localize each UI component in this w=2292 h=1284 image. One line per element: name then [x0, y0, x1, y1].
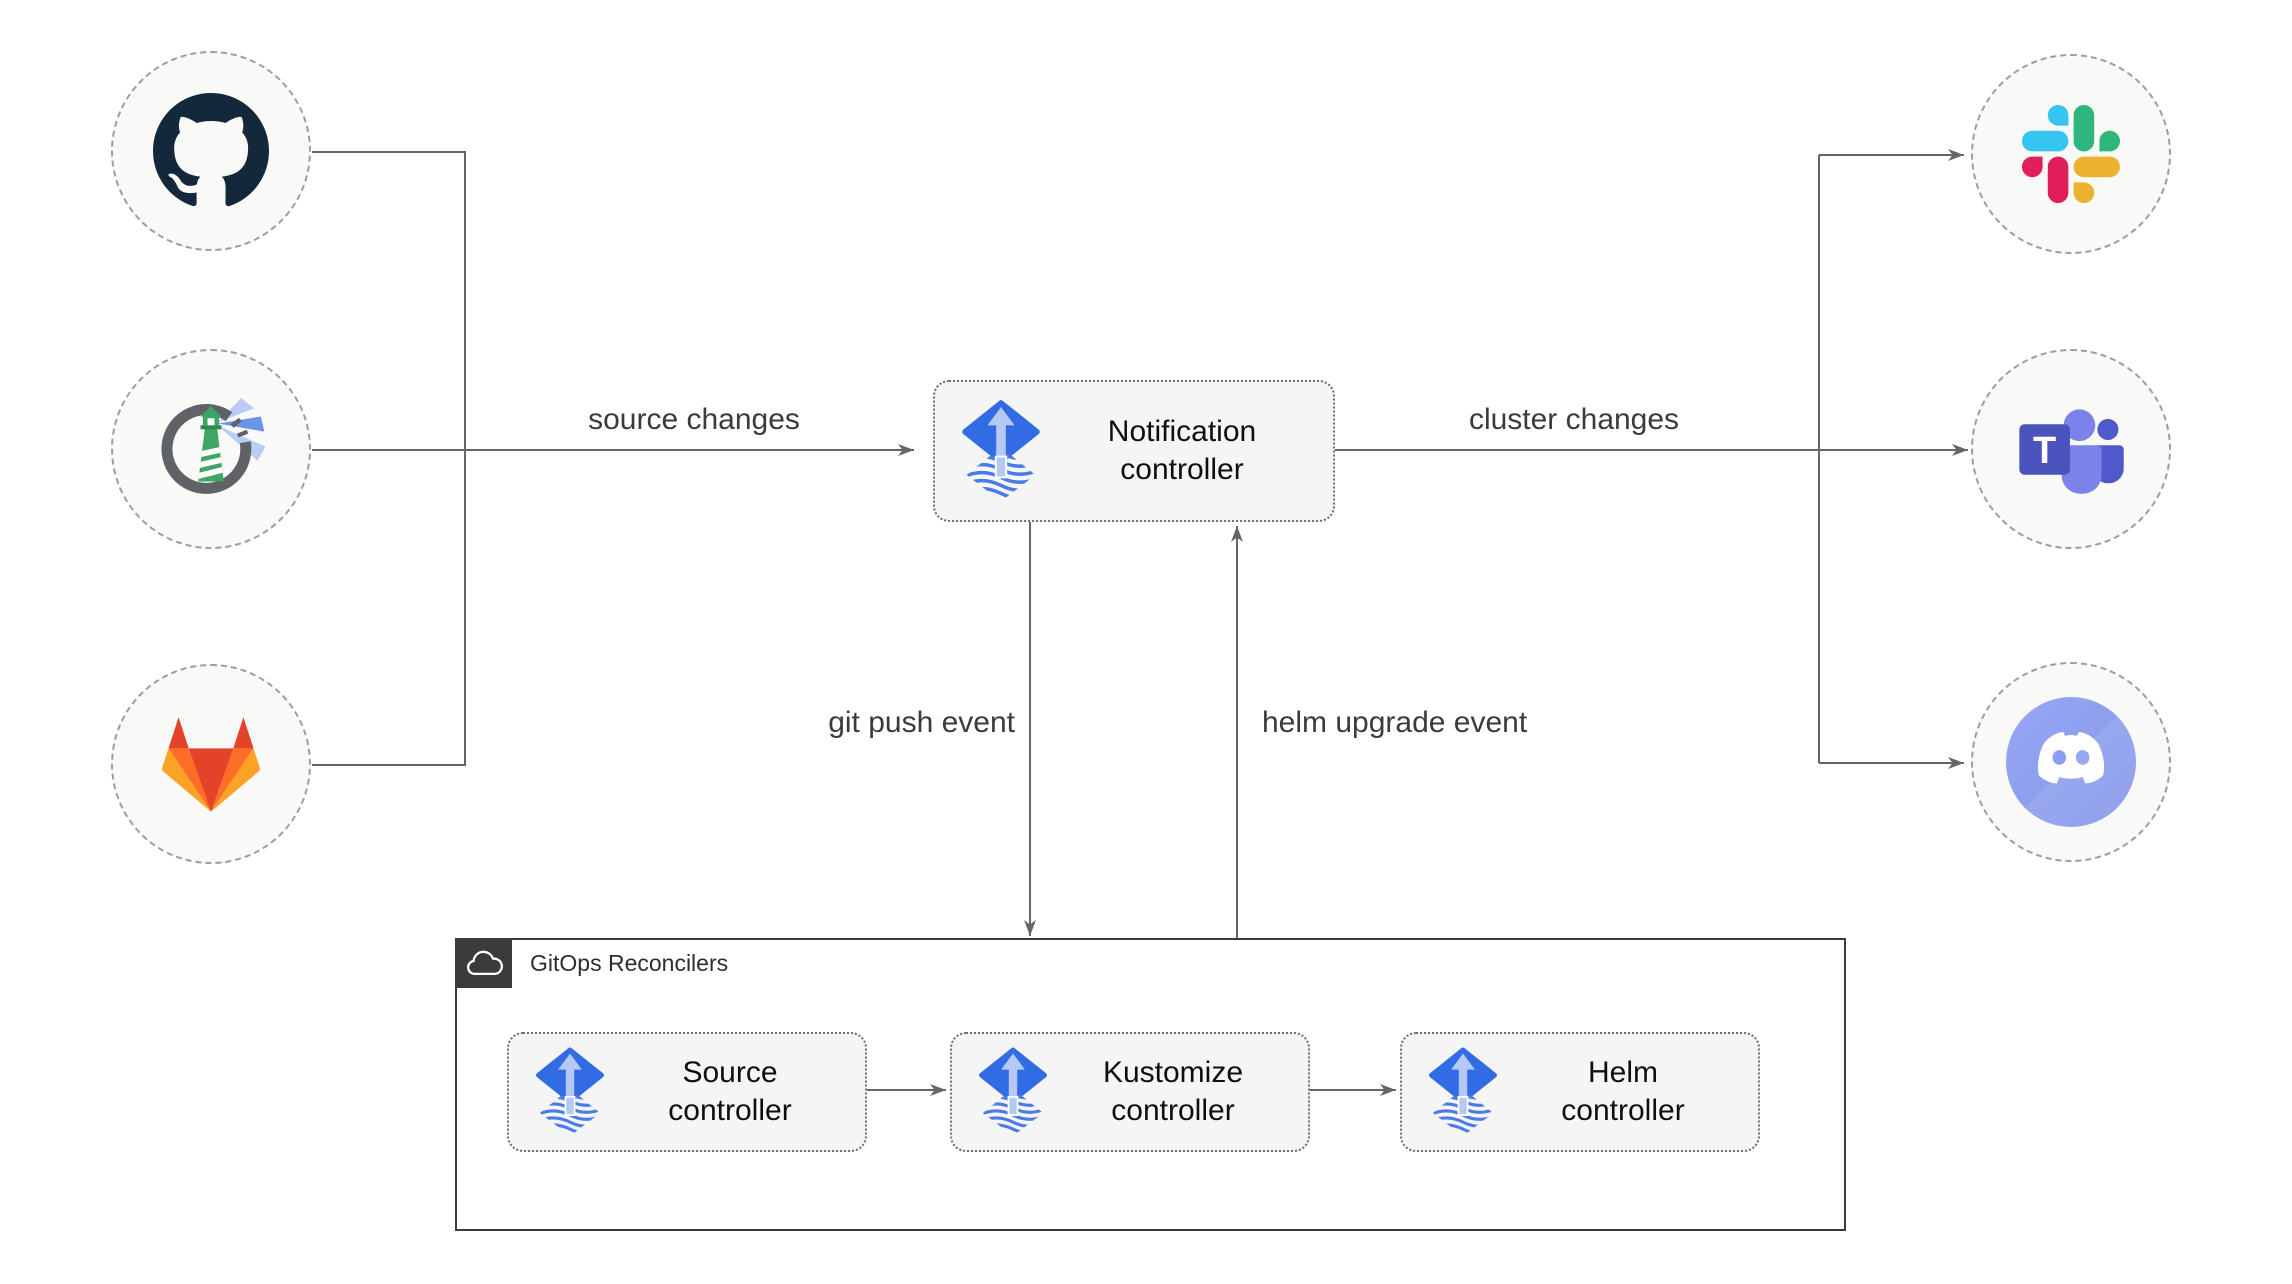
kustomize-label-line2: controller [1111, 1094, 1235, 1127]
endpoint-microsoft-teams [1971, 349, 2171, 549]
endpoint-slack [1971, 54, 2171, 254]
cloud-icon [463, 947, 505, 980]
node-kustomize-controller: Kustomize controller [950, 1032, 1310, 1152]
source-controller-label: Source controller [605, 1054, 855, 1130]
lighthouse-icon [153, 391, 269, 507]
notification-controller-label: Notification controller [1041, 413, 1323, 489]
edge-label-source-changes: source changes [588, 403, 800, 436]
flux-icon [535, 1041, 605, 1143]
helm-label-line2: controller [1561, 1094, 1685, 1127]
source-label-line1: Source [682, 1056, 778, 1089]
slack-icon [2022, 105, 2120, 203]
notification-label-line2: controller [1120, 453, 1244, 486]
endpoint-gitlab [111, 664, 311, 864]
source-label-line2: controller [668, 1094, 792, 1127]
helm-controller-label: Helm controller [1498, 1054, 1748, 1130]
connector-sources-junction [312, 151, 466, 766]
gitlab-icon [156, 714, 266, 815]
edge-label-helm-upgrade-event: helm upgrade event [1262, 706, 1528, 739]
endpoint-discord [1971, 662, 2171, 862]
flux-icon [1428, 1041, 1498, 1143]
teams-icon [2013, 401, 2129, 498]
kustomize-label-line1: Kustomize [1102, 1056, 1244, 1089]
helm-label-line1: Helm [1587, 1056, 1658, 1089]
group-title: GitOps Reconcilers [530, 950, 729, 976]
edge-label-git-push-event: git push event [828, 706, 1015, 739]
notification-label-line1: Notification [1107, 415, 1257, 448]
edge-label-cluster-changes: cluster changes [1468, 403, 1680, 436]
endpoint-github [111, 51, 311, 251]
node-source-controller: Source controller [507, 1032, 867, 1152]
group-gitops-reconcilers [455, 938, 1846, 1231]
kustomize-controller-label: Kustomize controller [1048, 1054, 1298, 1130]
github-icon [153, 93, 269, 209]
flux-icon [978, 1041, 1048, 1143]
group-badge [455, 938, 512, 988]
endpoint-harbor-registry [111, 349, 311, 549]
node-notification-controller: Notification controller [933, 380, 1335, 522]
node-helm-controller: Helm controller [1400, 1032, 1760, 1152]
flux-icon [961, 393, 1041, 509]
discord-icon [2006, 697, 2136, 827]
